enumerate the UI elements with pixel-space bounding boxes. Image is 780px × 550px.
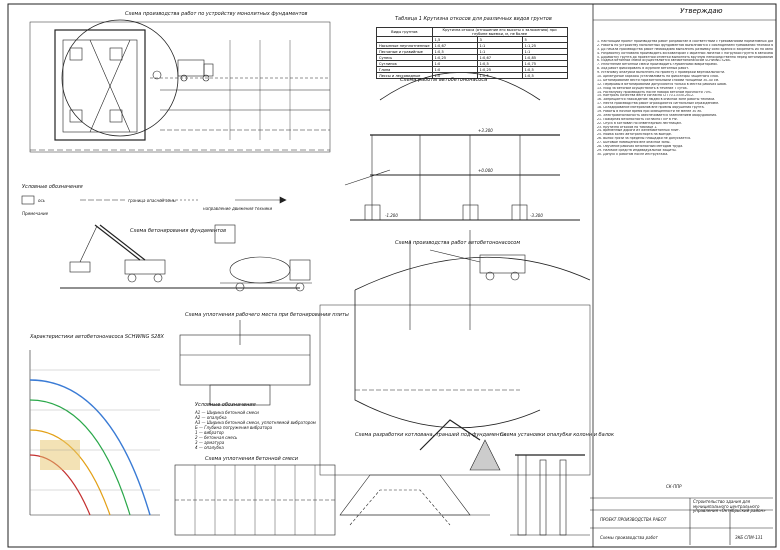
note-line: 6. Подача бетонной смеси осуществляется … — [597, 59, 731, 63]
title-block-lines — [590, 497, 773, 545]
note-line: 22. Спуск в котлован по инвентарным лест… — [597, 121, 682, 125]
note-line: 15. Контроль качества вести согласно СП … — [597, 94, 695, 98]
tamping-scheme — [179, 320, 311, 406]
stamp-doc: ПРОЕКТ ПРОИЗВОДСТВА РАБОТ — [600, 517, 667, 522]
note-line: 12. Перерывы в бетонировании допускаются… — [597, 82, 727, 86]
stamp-title: Строительство здания для муниципального … — [693, 499, 766, 513]
legend-left — [21, 195, 287, 205]
legend-item: ось — [38, 198, 46, 203]
note-line: 1. Настоящий проект производства работ р… — [597, 40, 773, 43]
legend2-item: 3 — арматура — [195, 440, 225, 445]
note-line: 9. Установку опалубки выполнять по проек… — [597, 71, 726, 75]
scheme-formwork-title: Схема установки опалубки колонн и балок — [500, 432, 614, 438]
note-line: 20. Электробезопасность обеспечивается з… — [597, 113, 718, 117]
scheme-concreting-title: Схема бетонирования фундаментов — [130, 228, 227, 234]
mixer-truck — [220, 256, 312, 292]
crane-drawing — [60, 224, 300, 289]
note-line: 24. Временные дороги из железобетонных п… — [597, 129, 680, 133]
stamp-sheet-name: Схемы производства работ — [600, 535, 658, 540]
note-line: 16. Запрещается нахождение людей в опасн… — [597, 98, 716, 102]
note-line: 11. Бетонирование вести горизонтальными … — [597, 78, 719, 82]
formwork-scheme — [510, 454, 590, 536]
legend2-item: 1 — вибратор — [195, 430, 224, 435]
scheme-foundation-title: Схема производства работ по устройству м… — [125, 11, 308, 17]
scheme-compaction-title: Схема уплотнения бетонной смеси — [205, 456, 298, 462]
note-line: 3. До начала производства работ необходи… — [597, 47, 773, 51]
approval-label: Утверждаю — [680, 7, 723, 15]
stamp-code: СК-ППР — [666, 484, 682, 489]
elevation-mark: +0.000 — [478, 168, 493, 173]
note-line: 26. Вынос грязи за пределы площадки не д… — [597, 137, 691, 141]
note-line: 10. Арматурные каркасы устанавливать на … — [597, 75, 719, 79]
legend-item: направление движения техники — [203, 206, 273, 211]
scheme-concrete-title: Схема работы автобетононасоса — [400, 77, 488, 83]
legend2-item: 4 — опалубка — [195, 445, 224, 450]
trench-scheme — [339, 419, 501, 526]
general-notes: 1. Настоящий проект производства работ р… — [597, 40, 773, 157]
legend2-item: 2 — бетонная смесь — [195, 435, 238, 440]
note-line: 5. Доработку грунта до проектной отметки… — [597, 55, 773, 59]
note-line: 30. Допуск к работам после инструктажа. — [597, 152, 669, 156]
note-line: 21. Пожарная безопасность согласно ППР в… — [597, 117, 678, 121]
note-line: 13. Уход за бетоном осуществлять в течен… — [597, 86, 688, 90]
pump-plan — [319, 230, 591, 476]
legend2-item: Б — Глубина погружения вибратора — [195, 425, 273, 430]
note-line: 23. Крутизна откосов по таблице 1. — [597, 125, 658, 129]
pump-chart — [29, 350, 160, 516]
note-line: 14. Распалубку производить после набора … — [597, 90, 712, 94]
scheme-trench-title: Схема разработки котлована, траншей под … — [355, 432, 507, 438]
table-header-soil: Виды грунтов — [376, 27, 433, 37]
note-line: 17. Места производства работ ограждаются… — [597, 102, 719, 106]
note-line: 8. Ход работ фиксировать в журнале бетон… — [597, 67, 690, 71]
compaction-scheme — [174, 464, 336, 536]
pump-chars-title: Характеристики автобетононасоса SCHWING … — [30, 334, 164, 340]
note-line: 28. Обучение рабочих безопасным методам … — [597, 145, 684, 149]
notes-label: Примечание — [22, 211, 49, 216]
elevation-mark: -1.200 — [385, 213, 398, 218]
legend-item: граница опасной зоны — [128, 198, 176, 203]
note-line: 18. Складирование материалов вне призмы … — [597, 106, 705, 110]
legend2-item: А3 — Ширина бетонной смеси, уплотняемой … — [195, 420, 316, 425]
table-header-slope: Крутизна откоса (отношение его высоты к … — [431, 27, 568, 37]
legend2-title: Условные обозначения — [195, 402, 256, 408]
note-line: 4. Разработку котлована производить экск… — [597, 51, 773, 55]
note-line: 29. Наличие средств индивидуальной защит… — [597, 148, 677, 152]
note-line: 25. Мойка колес автотранспорта на выезде… — [597, 133, 672, 137]
note-line: 27. Бытовые помещения вне опасной зоны. — [597, 141, 671, 145]
note-line: 7. Уплотнение бетонной смеси производить… — [597, 63, 718, 67]
scheme-pump-title: Схема производства работ автобетононасос… — [395, 240, 521, 246]
stamp-group: ЗКБ СПМ-131 — [735, 535, 763, 540]
foundation-plan — [29, 19, 331, 153]
elevation-mark: -3.300 — [530, 213, 543, 218]
note-line: 2. Работы по устройству монолитных фунда… — [597, 43, 773, 47]
scheme-tamping-title: Схема уплотнения рабочего места при бето… — [185, 312, 349, 318]
table-cell: 1:0,5 — [521, 72, 568, 79]
elevation-mark: +3.300 — [478, 128, 493, 133]
legend2-item: А2 — опалубка — [195, 415, 227, 420]
table-title: Таблица 1 Крутизна откосов для различных… — [395, 16, 552, 22]
legend2-item: А1 — Ширина бетонной смеси — [195, 410, 259, 415]
note-line: 19. Работы в ночное время при освещеннос… — [597, 110, 703, 114]
building-section — [344, 72, 580, 221]
legend-title: Условные обозначения — [22, 184, 83, 190]
